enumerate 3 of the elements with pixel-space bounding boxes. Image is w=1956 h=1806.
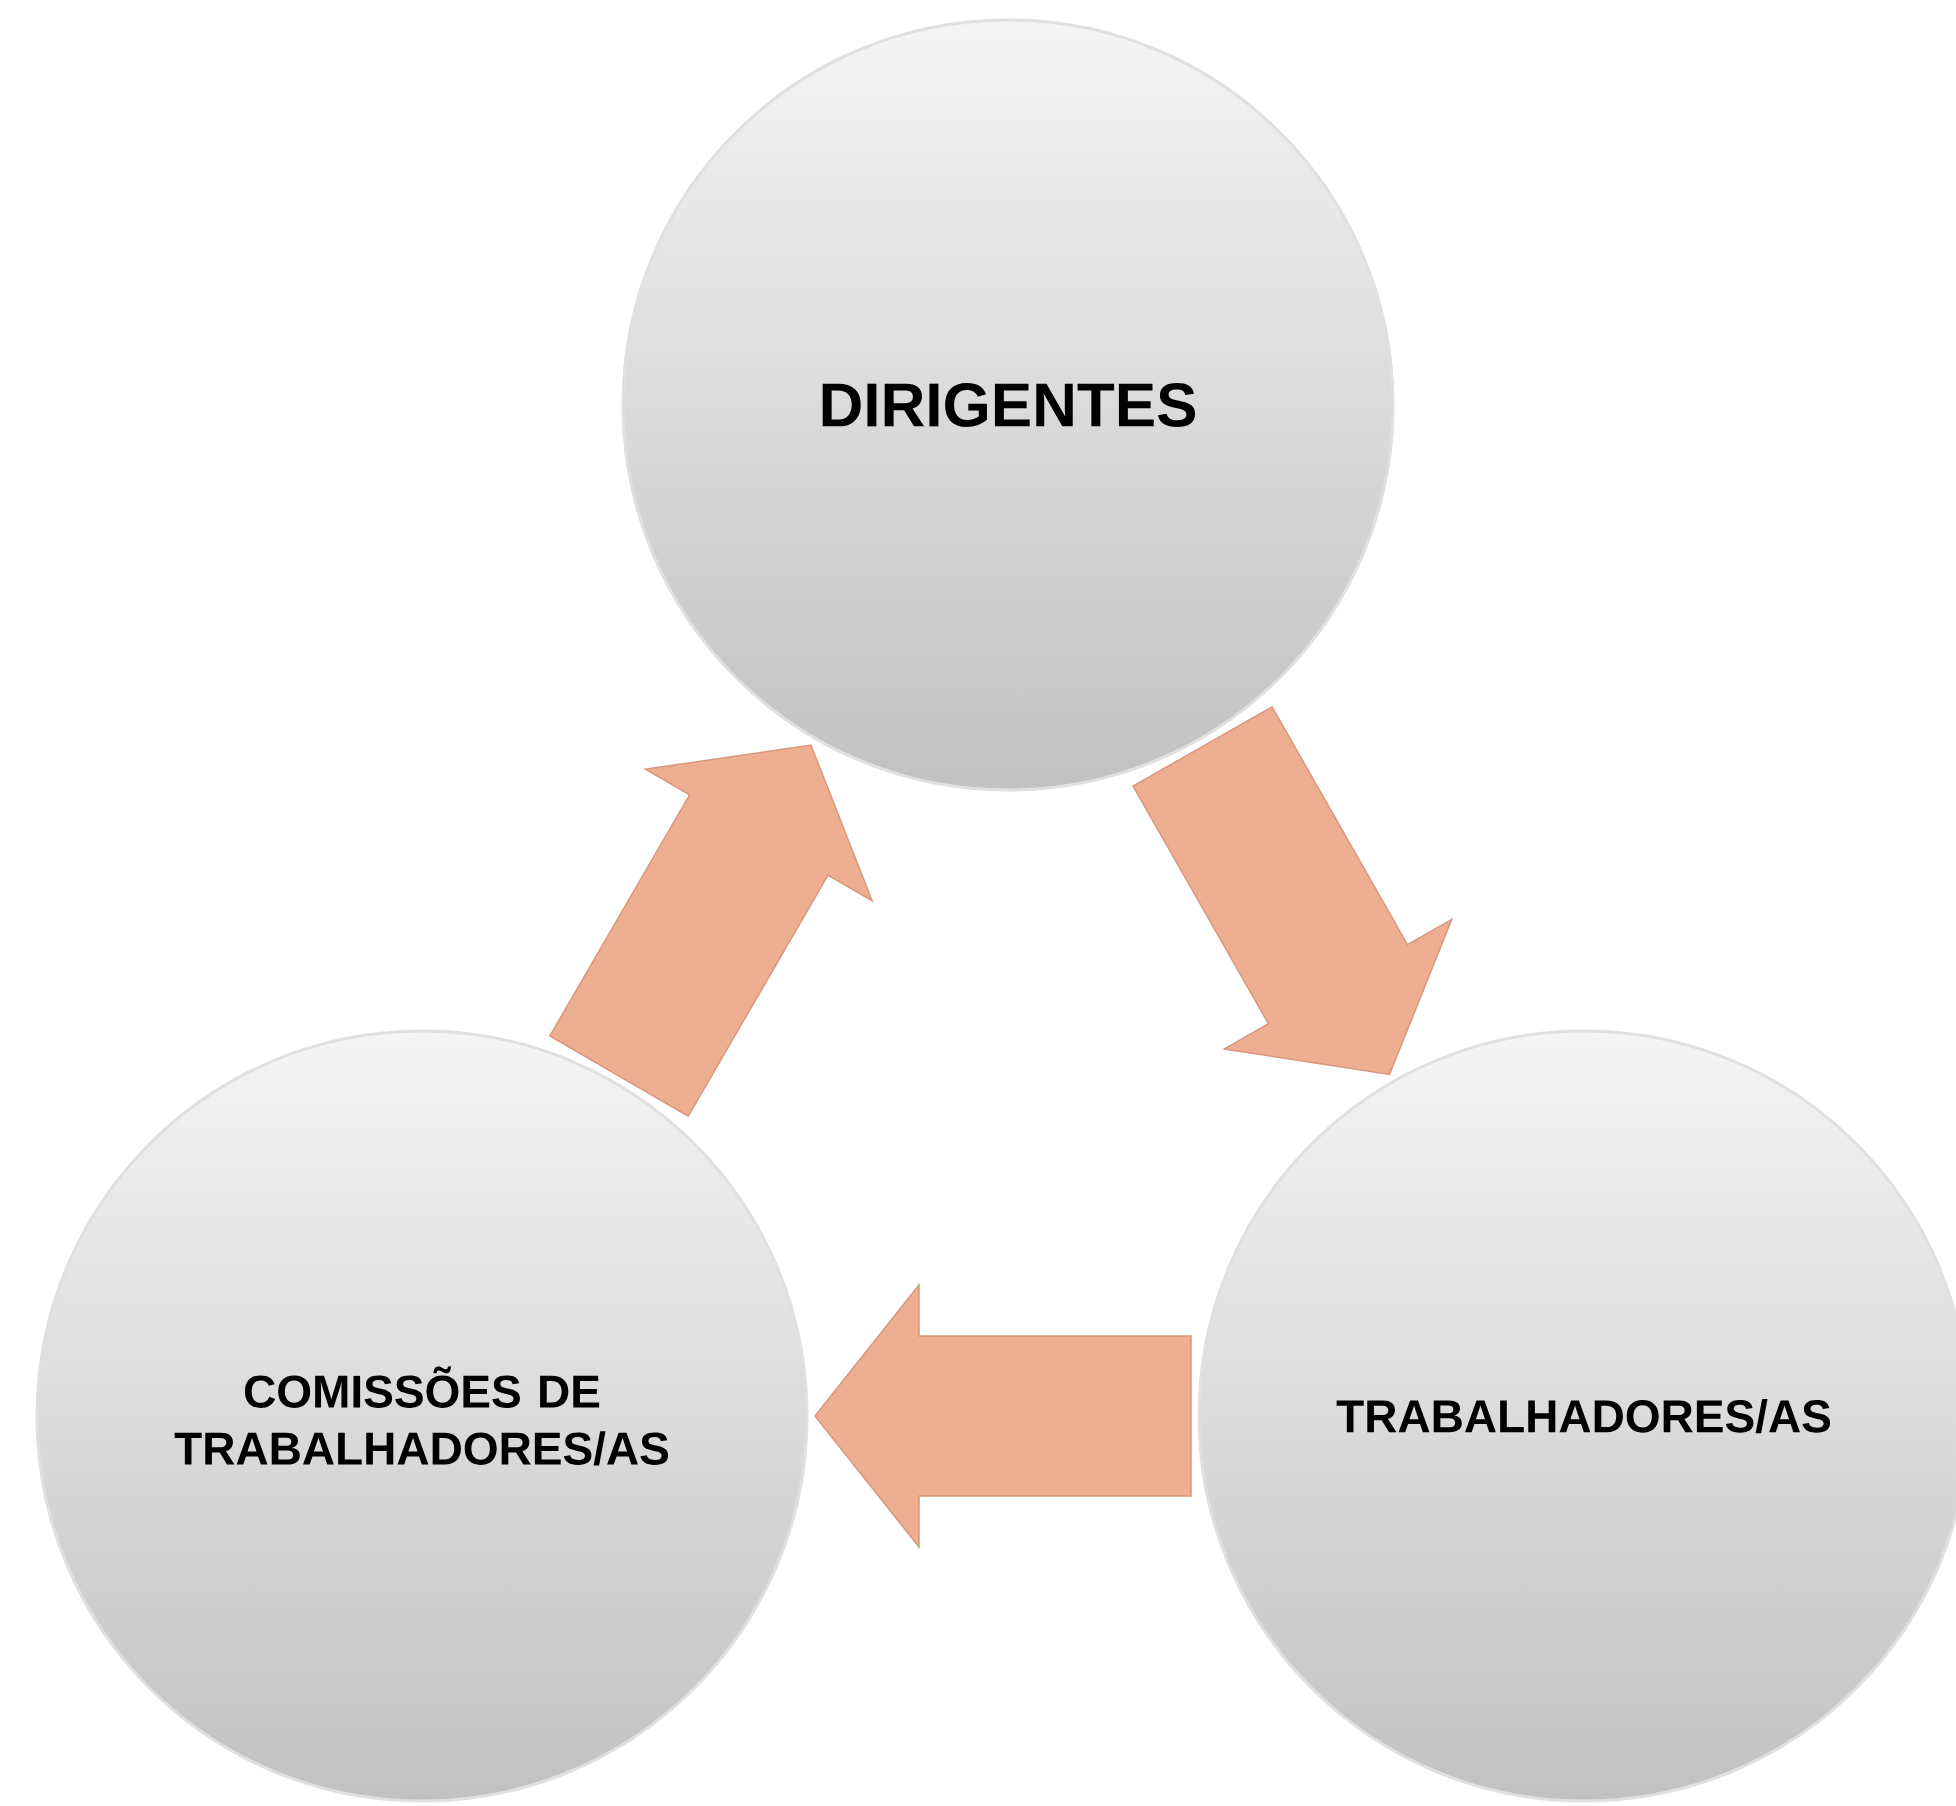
block-arrow [814,1282,1192,1550]
circle-node: COMISSÕES DE TRABALHADORES/AS [35,1029,809,1803]
circle-node: DIRIGENTES [621,18,1395,792]
